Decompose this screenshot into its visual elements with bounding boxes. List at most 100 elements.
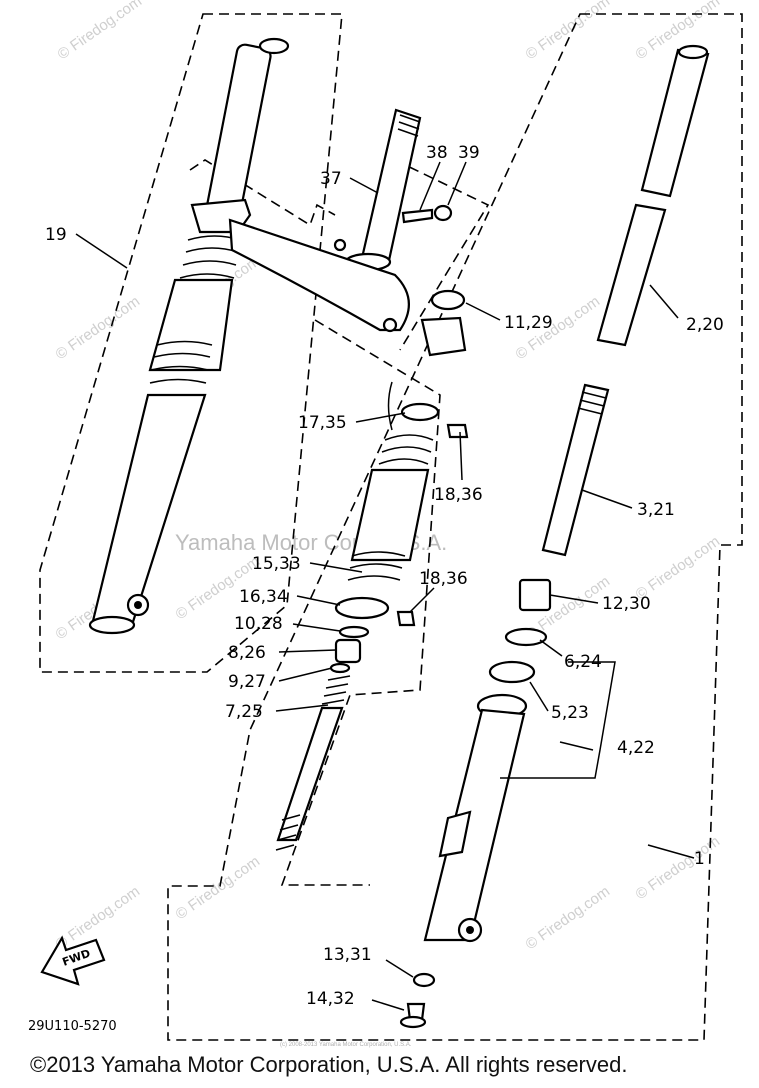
leader-1 <box>647 844 695 859</box>
leader-8-26 <box>278 649 337 653</box>
callout-17-35: 17,35 <box>298 413 347 433</box>
inner-tube-2-20-upper <box>640 48 710 198</box>
leader-37 <box>349 177 379 194</box>
inner-tube-2-20-lower <box>596 203 667 347</box>
tube-top-cap <box>677 44 709 60</box>
bolt-18-36-lower <box>396 610 416 627</box>
leader-2-20 <box>649 284 679 319</box>
copyright-notice: ©2013 Yamaha Motor Corporation, U.S.A. A… <box>30 1052 628 1077</box>
fwd-arrow: FWD <box>40 935 106 986</box>
ring-16-34 <box>334 596 390 620</box>
leader-13-31 <box>385 959 414 978</box>
right-fork-outline <box>167 13 743 1041</box>
assembly-outlines <box>39 13 743 1041</box>
callout-labels: 1 19 37 38 39 2,20 11,29 17,35 18,36 3,2… <box>45 143 724 1009</box>
right-fork-parts <box>399 44 710 1029</box>
left-boot <box>148 278 234 372</box>
left-tube-bottom <box>88 615 136 635</box>
washer-13-31 <box>412 972 436 988</box>
watermark-firedog: © Firedog.com <box>523 0 614 63</box>
right-axle-hole <box>466 926 474 934</box>
bracket-bolt-hole <box>333 238 347 252</box>
circlip-10-28 <box>338 625 370 639</box>
callout-19: 19 <box>45 225 67 245</box>
leader-14-32 <box>371 999 405 1011</box>
center-boot <box>350 468 430 562</box>
left-axle-hole <box>134 601 142 609</box>
boot-15-33-ribs <box>347 551 406 581</box>
callout-15-33: 15,33 <box>252 554 301 574</box>
callout-10-28: 10,28 <box>234 614 283 634</box>
callout-37: 37 <box>320 169 342 189</box>
leader-19 <box>75 233 128 269</box>
center-boot-ribs-top <box>378 434 434 465</box>
callout-3-21: 3,21 <box>637 500 675 520</box>
leader-10-28 <box>292 623 341 632</box>
left-fork-assembly <box>88 37 290 635</box>
spring-7-25-top <box>321 675 351 705</box>
steering-stem-outline <box>189 159 336 227</box>
leader-9-27 <box>278 667 333 682</box>
bushing-12-30 <box>518 578 552 612</box>
diagram-code: 29U110-5270 <box>28 1019 117 1034</box>
leader-39 <box>447 161 467 206</box>
callout-6-24: 6,24 <box>564 652 602 672</box>
bolt-38 <box>401 208 434 224</box>
bolt-38-washer-39 <box>401 204 453 224</box>
steering-bracket-outline <box>394 159 490 351</box>
callout-18-36b: 18,36 <box>419 569 468 589</box>
left-outer-tube <box>90 393 207 627</box>
leader-7-25 <box>275 704 329 712</box>
left-fork-outline <box>39 13 343 673</box>
lower-bracket <box>228 218 410 332</box>
leader-18-36b <box>409 587 435 613</box>
callout-8-26: 8,26 <box>228 643 266 663</box>
collar-8-26 <box>334 638 362 664</box>
caliper-mount <box>438 810 472 858</box>
leader-16-34 <box>296 595 341 606</box>
center-inner-parts <box>275 381 469 851</box>
leader-3-21 <box>581 489 633 509</box>
callout-38: 38 <box>426 143 448 163</box>
callout-11-29: 11,29 <box>504 313 553 333</box>
callout-12-30: 12,30 <box>602 594 651 614</box>
watermark-tiny: (c) 2008-2013 Yamaha Motor Corporation, … <box>280 1042 412 1048</box>
callout-16-34: 16,34 <box>239 587 288 607</box>
callout-39: 39 <box>458 143 480 163</box>
callout-9-27: 9,27 <box>228 672 266 692</box>
callout-14-32: 14,32 <box>306 989 355 1009</box>
clip-6-24 <box>504 627 548 647</box>
steering-stem <box>228 108 422 333</box>
damper-spring-bottom <box>275 814 301 851</box>
cap-11-29 <box>430 289 466 311</box>
callout-18-36a: 18,36 <box>434 485 483 505</box>
leader-15-33 <box>309 562 363 573</box>
watermark-firedog: © Firedog.com <box>53 293 144 363</box>
watermark-firedog: © Firedog.com <box>55 0 146 63</box>
callout-1: 1 <box>694 849 705 869</box>
callout-2-20: 2,20 <box>686 315 724 335</box>
seal-5-23 <box>488 660 536 684</box>
stem-threads <box>397 114 421 137</box>
clamp-body <box>420 316 467 357</box>
leader-6-24 <box>539 639 563 657</box>
fwd-arrow-icon <box>40 935 106 986</box>
outer-tube-4-22 <box>423 708 526 942</box>
leader-17-35 <box>355 412 406 423</box>
leader-38 <box>419 161 441 211</box>
leader-4-22 <box>559 741 594 751</box>
clip-17-35 <box>400 402 440 422</box>
watermark-firedog: © Firedog.com <box>523 883 614 953</box>
clamp-block <box>420 289 467 357</box>
damper-rod <box>276 706 344 842</box>
breather-hose <box>387 381 393 431</box>
callout-4-22: 4,22 <box>617 738 655 758</box>
leader-lines <box>75 161 695 1011</box>
left-boot-top-ribs <box>179 235 241 279</box>
damper-3-21-threads <box>577 391 607 415</box>
watermark-firedog: © Firedog.com <box>173 853 264 923</box>
bracket-end-hole <box>382 317 398 333</box>
bolt-18-36-upper <box>446 423 469 439</box>
callout-7-25: 7,25 <box>225 702 263 722</box>
